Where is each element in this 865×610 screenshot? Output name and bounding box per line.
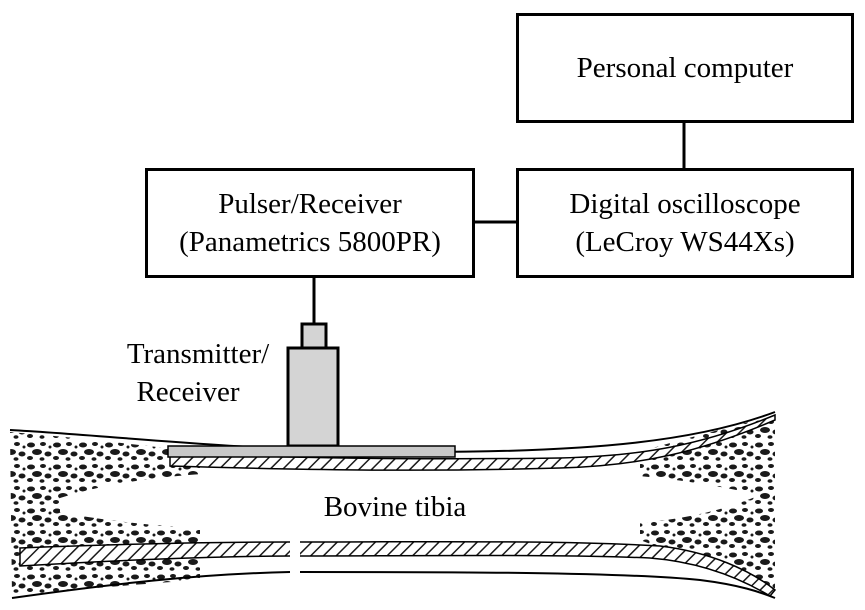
bone-bottom-outline-right [299, 571, 776, 599]
pulser-receiver-box: Pulser/Receiver (Panametrics 5800PR) [145, 168, 475, 278]
lower-cortical-wall-left [19, 541, 290, 567]
coupling-plate [167, 445, 456, 458]
transducer-label-line1: Transmitter/ [126, 338, 270, 370]
transducer-label: Transmitter/ Receiver [108, 335, 288, 411]
specimen-label: Bovine tibia [323, 491, 467, 523]
medullary-cavity [60, 470, 760, 532]
transducer-body [286, 346, 340, 448]
oscilloscope-model: (LeCroy WS44Xs) [575, 226, 795, 258]
bone-bottom-outline-left [11, 571, 291, 599]
pulser-receiver-title: Pulser/Receiver [218, 188, 402, 220]
personal-computer-label: Personal computer [576, 52, 794, 84]
oscilloscope-title: Digital oscilloscope [569, 188, 801, 220]
personal-computer-box: Personal computer [516, 13, 854, 123]
lower-cortical-wall-right [300, 540, 777, 597]
transducer-label-line2: Receiver [136, 376, 240, 408]
upper-cortical-wall [169, 413, 776, 471]
transducer-connector [300, 322, 328, 351]
oscilloscope-box: Digital oscilloscope (LeCroy WS44Xs) [516, 168, 854, 278]
pulser-receiver-model: (Panametrics 5800PR) [179, 226, 441, 258]
